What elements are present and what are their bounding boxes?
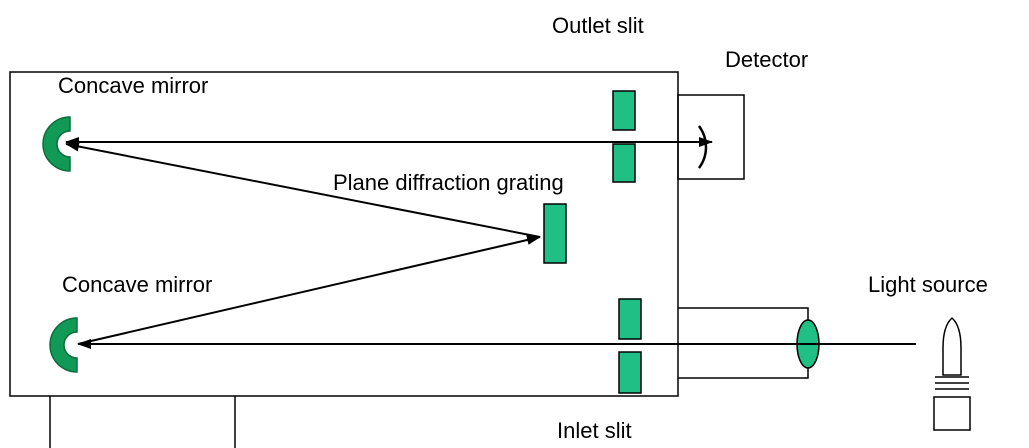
outlet-slit-lower-jaw [612,143,636,183]
inlet-slit-upper-jaw [618,298,642,340]
light-source-icon [933,316,971,431]
inlet-slit-lower-jaw [618,351,642,394]
instrument-stand [49,396,236,448]
concave-mirror-bottom-icon [49,317,78,373]
detector-label: Detector [725,47,808,72]
plane-diffraction-grating [543,203,567,264]
concave-mirror-top-icon [42,116,71,172]
ray-grating-to-mirror-top [65,141,541,238]
outlet-slit-label: Outlet slit [552,13,644,38]
detector-icon [697,125,708,169]
ray-mirror-bottom-to-grating [77,235,541,345]
light-source-label: Light source [868,272,988,297]
inlet-slit-label: Inlet slit [557,418,632,443]
plane-grating-label: Plane diffraction grating [333,170,564,195]
concave-mirror-top-label: Concave mirror [58,73,208,98]
detector-housing [677,94,745,180]
outlet-slit-upper-jaw [612,90,636,131]
instrument-housing [9,71,679,397]
concave-mirror-bottom-label: Concave mirror [62,272,212,297]
